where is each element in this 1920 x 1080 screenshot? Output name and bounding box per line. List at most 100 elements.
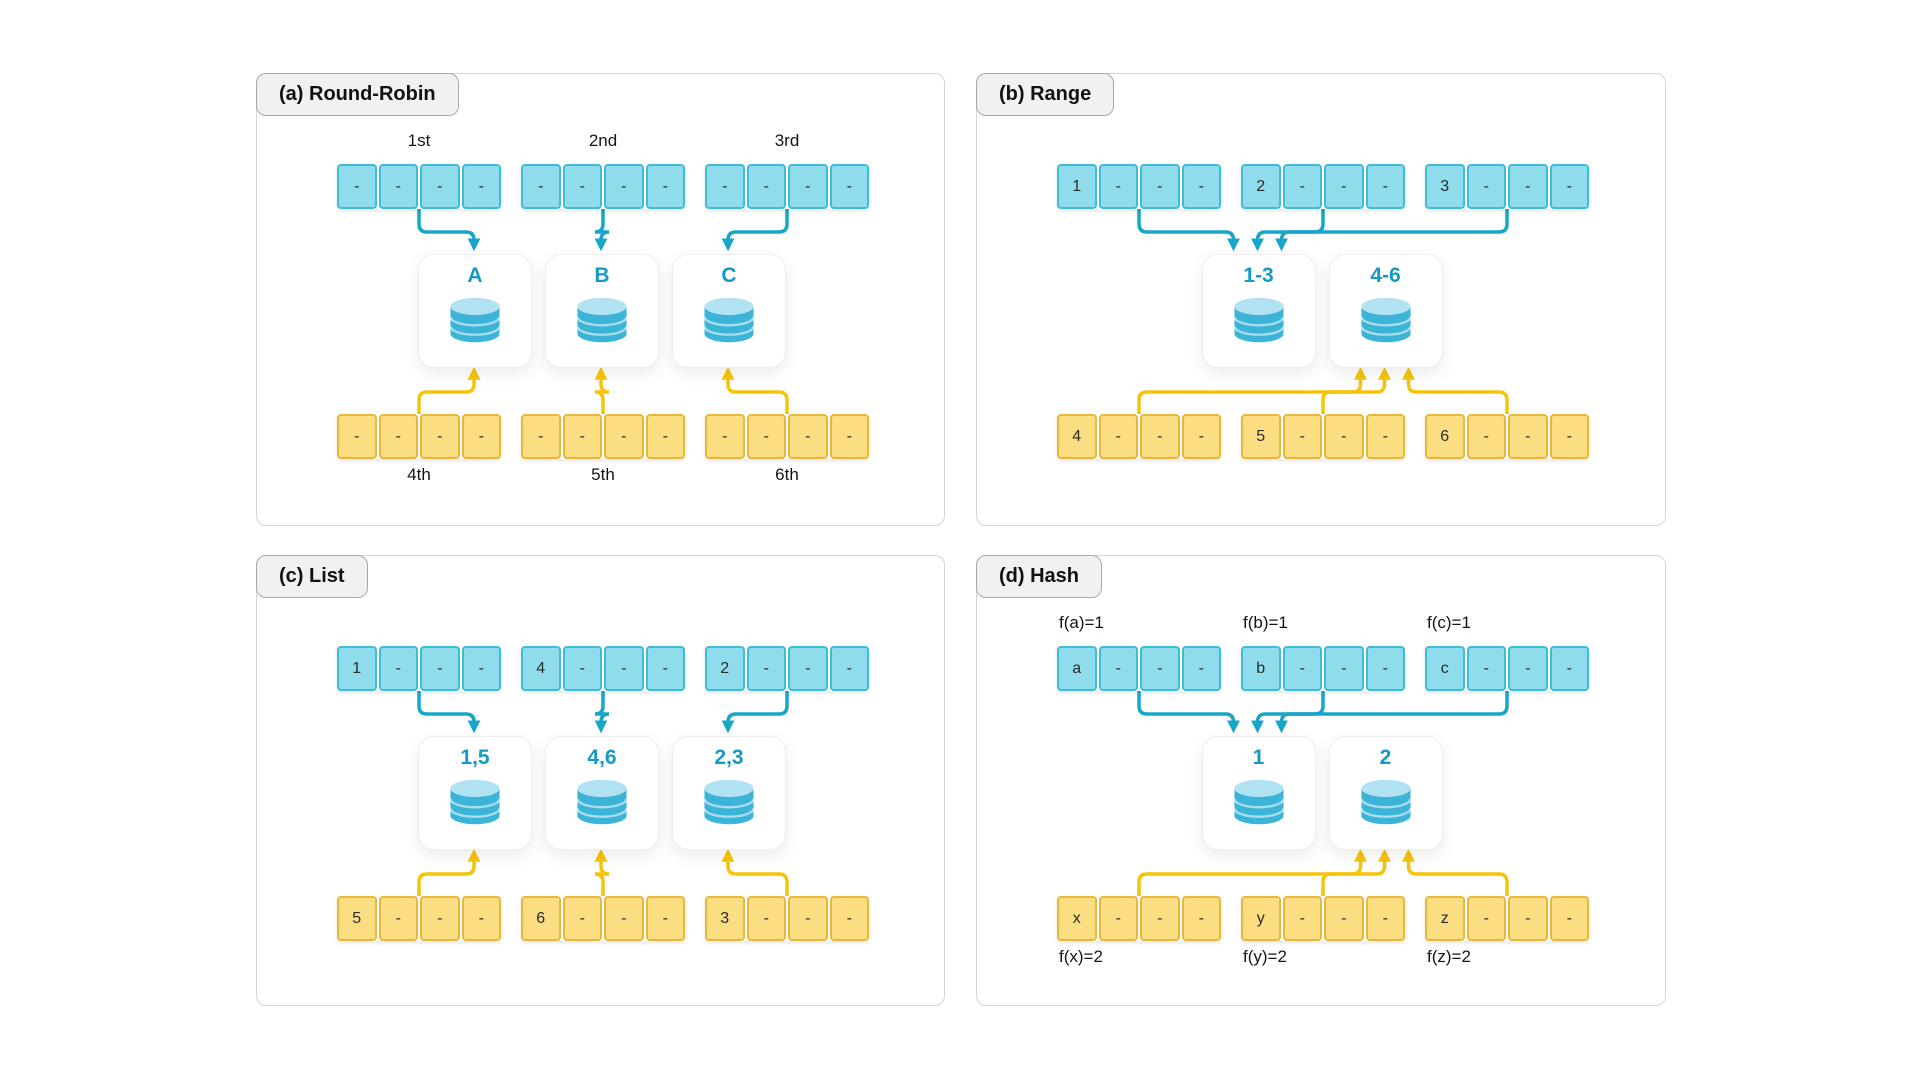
database-box: C xyxy=(672,254,786,368)
bar-cell: - xyxy=(420,896,460,941)
bar-cell: a xyxy=(1057,646,1097,691)
database-box: B xyxy=(545,254,659,368)
partition-bar: 4--- xyxy=(521,646,685,691)
bar-cell: 3 xyxy=(1425,164,1465,209)
bar-cell: - xyxy=(1181,646,1221,691)
bar-cell: 6 xyxy=(1425,414,1465,459)
bar-cell: - xyxy=(378,896,418,941)
partition-bar: c--- xyxy=(1425,646,1589,691)
database-label: 1 xyxy=(1252,746,1265,769)
bar-cell: 1 xyxy=(337,646,377,691)
bar-cell: - xyxy=(829,646,869,691)
bar-cell: 1 xyxy=(1057,164,1097,209)
partition-bar: ---- xyxy=(521,164,685,209)
partition-bar: 3--- xyxy=(1425,164,1589,209)
database-box: 1 xyxy=(1201,736,1316,850)
bar-cell: - xyxy=(1140,414,1180,459)
database-label: 4,6 xyxy=(587,746,617,769)
bar-cell: 2 xyxy=(1241,164,1281,209)
bar-cell: - xyxy=(1282,646,1322,691)
database-box: A xyxy=(418,254,532,368)
bar-cell: - xyxy=(645,646,685,691)
bar-cell: - xyxy=(1140,646,1180,691)
bar-cell: - xyxy=(604,164,644,209)
bar-cell: - xyxy=(420,164,460,209)
bar-cell: - xyxy=(1549,414,1589,459)
bar-label: f(c)=1 xyxy=(1427,613,1471,632)
database-box: 2 xyxy=(1328,736,1443,850)
partition-bar: y--- xyxy=(1241,896,1405,941)
bar-label: f(a)=1 xyxy=(1059,613,1104,632)
bar-cell: - xyxy=(420,414,460,459)
partition-bar: 4--- xyxy=(1057,414,1221,459)
bar-cell: 2 xyxy=(705,646,745,691)
bar-cell: - xyxy=(1466,896,1506,941)
bar-cell: - xyxy=(1098,414,1138,459)
bar-label: 3rd xyxy=(774,131,800,150)
bar-cell: - xyxy=(1098,896,1138,941)
bar-cell: c xyxy=(1425,646,1465,691)
bar-cell: - xyxy=(562,164,602,209)
database-icon xyxy=(1359,297,1412,343)
bar-cell: b xyxy=(1241,646,1281,691)
database-icon xyxy=(703,779,755,825)
bar-cell: - xyxy=(461,164,501,209)
bar-cell: - xyxy=(1140,164,1180,209)
bar-cell: - xyxy=(337,414,377,459)
database-label: 2 xyxy=(1379,746,1392,769)
partition-bar: ---- xyxy=(337,164,501,209)
bar-cell: - xyxy=(1140,896,1180,941)
bar-cell: - xyxy=(562,896,602,941)
database-box: 1,5 xyxy=(418,736,532,850)
bar-label: 1st xyxy=(407,131,431,150)
bar-label: 6th xyxy=(775,465,799,484)
partition-bar: 5--- xyxy=(1241,414,1405,459)
bar-label: f(z)=2 xyxy=(1427,947,1471,966)
bar-cell: 3 xyxy=(705,896,745,941)
bar-cell: - xyxy=(788,164,828,209)
bar-cell: - xyxy=(521,164,561,209)
bar-cell: - xyxy=(1282,414,1322,459)
bar-cell: - xyxy=(604,414,644,459)
bar-cell: - xyxy=(461,896,501,941)
bar-cell: - xyxy=(461,646,501,691)
bar-cell: 5 xyxy=(1241,414,1281,459)
partition-bar: 6--- xyxy=(521,896,685,941)
bar-cell: - xyxy=(788,646,828,691)
bar-cell: - xyxy=(746,164,786,209)
bar-cell: - xyxy=(1549,164,1589,209)
bar-label: f(x)=2 xyxy=(1059,947,1103,966)
partition-bar: 2--- xyxy=(705,646,869,691)
bar-cell: 6 xyxy=(521,896,561,941)
partition-bar: ---- xyxy=(521,414,685,459)
bar-cell: - xyxy=(604,896,644,941)
partition-bar: x--- xyxy=(1057,896,1221,941)
bar-cell: - xyxy=(420,646,460,691)
partition-bar: 1--- xyxy=(1057,164,1221,209)
partition-bar: ---- xyxy=(705,414,869,459)
bar-cell: - xyxy=(1365,164,1405,209)
database-icon xyxy=(1232,779,1285,825)
bar-cell: - xyxy=(1098,164,1138,209)
database-label: 1-3 xyxy=(1243,264,1274,287)
bar-cell: - xyxy=(1549,646,1589,691)
database-icon xyxy=(703,297,755,343)
database-icon xyxy=(1359,779,1412,825)
bar-cell: - xyxy=(1508,646,1548,691)
database-box: 2,3 xyxy=(672,736,786,850)
bar-cell: - xyxy=(788,896,828,941)
bar-cell: - xyxy=(1181,164,1221,209)
bar-cell: - xyxy=(829,164,869,209)
database-label: B xyxy=(594,264,610,287)
bar-cell: - xyxy=(746,896,786,941)
bar-cell: - xyxy=(1466,414,1506,459)
bar-cell: - xyxy=(521,414,561,459)
database-box: 4-6 xyxy=(1328,254,1443,368)
partition-bar: 1--- xyxy=(337,646,501,691)
database-icon xyxy=(1232,297,1285,343)
partition-bar: ---- xyxy=(705,164,869,209)
bar-label: 5th xyxy=(591,465,615,484)
